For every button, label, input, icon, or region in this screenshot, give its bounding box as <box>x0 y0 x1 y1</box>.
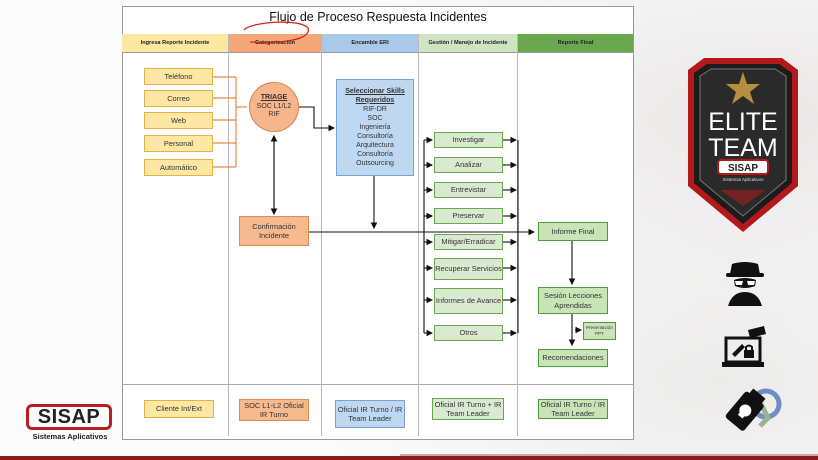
step-analyze: Analizar <box>434 157 503 173</box>
skills-item: RIF-DR <box>363 105 387 113</box>
lane-header-eri: Encamble ERI <box>322 34 418 53</box>
step-mitigate: Mitigar/Erradicar <box>434 234 503 250</box>
star-icon <box>726 72 760 104</box>
badge-sisap-subtitle: Sistemas Aplicativos <box>722 177 764 182</box>
lane-divider <box>229 384 321 385</box>
intake-personal: Personal <box>144 135 213 152</box>
lane-eri: Encamble ERI <box>321 34 418 436</box>
step-preserve: Preservar <box>434 208 503 224</box>
intake-automatic: Automático <box>144 159 213 176</box>
skills-title-2: Requeridos <box>355 96 395 104</box>
sisap-logo: SISAP Sistemas Aplicativos <box>22 404 118 442</box>
step-other: Otros <box>434 325 503 341</box>
step-investigate: Investigar <box>434 132 503 148</box>
diagram-title: Flujo de Proceso Respuesta Incidentes <box>269 10 487 24</box>
role-intake: Cliente Int/Ext <box>144 400 214 418</box>
badge-sisap-text: SISAP <box>728 163 758 174</box>
intake-web: Web <box>144 112 213 129</box>
sisap-logo-subtitle: Sistemas Aplicativos <box>32 432 108 441</box>
role-eri: Oficial IR Turno / IR Team Leader <box>335 400 405 428</box>
ppt-presentation-box: Presentación PPT <box>583 322 616 340</box>
skills-item: Ingeniería <box>359 123 391 131</box>
intake-phone: Teléfono <box>144 68 213 85</box>
step-interview: Entrevistar <box>434 182 503 198</box>
skills-item: Arquitectura <box>356 142 394 150</box>
lane-header-intake: Ingresa Reporte Incidente <box>122 34 228 53</box>
step-recover: Recuperar Servicios <box>434 258 503 280</box>
final-report-box: Informe Final <box>538 222 608 241</box>
sisap-logo-text: SISAP <box>26 404 112 430</box>
lane-divider <box>122 384 228 385</box>
confirm-incident-box: Confirmación Incidente <box>239 216 309 246</box>
role-final-report: Oficial IR Turno / IR Team Leader <box>538 399 608 419</box>
triage-title: TRIAGE <box>260 93 288 101</box>
badge-elite-text: ELITE <box>708 108 777 136</box>
usb-skull-icon <box>725 388 782 431</box>
lane-header-management: Gestión / Manejo de Incidente <box>419 34 517 53</box>
skills-box: Seleccionar Skills Requeridos RIF-DR SOC… <box>336 79 414 176</box>
laptop-hack-icon <box>722 326 766 367</box>
skills-item: Outsourcing <box>356 160 394 168</box>
lane-header-final-report: Reporte Final <box>518 34 633 53</box>
triage-node: TRIAGE SOC L1/L2 RIF <box>249 82 299 132</box>
footer-accent-line <box>400 454 818 456</box>
triage-line-1: SOC L1/L2 <box>256 102 292 110</box>
skills-item: SOC <box>367 114 383 122</box>
lane-divider <box>518 384 633 385</box>
lane-divider <box>322 384 418 385</box>
elite-team-badge: ELITE TEAM SISAP Sistemas Aplicativos <box>688 58 798 232</box>
lane-intake: Ingresa Reporte Incidente <box>122 34 228 436</box>
spy-icon <box>726 262 764 306</box>
triage-line-2: RIF <box>268 111 280 119</box>
lane-management: Gestión / Manejo de Incidente <box>418 34 517 436</box>
skills-title-1: Seleccionar Skills <box>345 87 405 95</box>
intake-email: Correo <box>144 90 213 107</box>
role-management: Oficial IR Turno + IR Team Leader <box>432 398 504 420</box>
skills-item: Consultoría <box>357 133 393 141</box>
role-categorization: SOC L1-L2 Oficial IR Turno <box>239 399 309 421</box>
lane-divider <box>419 384 517 385</box>
step-progress-reports: Informes de Avance <box>434 288 503 314</box>
badge-team-text: TEAM <box>708 134 777 162</box>
lessons-learned-box: Sesión Lecciones Aprendidas <box>538 287 608 314</box>
footer-bar <box>0 456 818 460</box>
recommendations-box: Recomendaciones <box>538 349 608 367</box>
skills-item: Consultoría <box>357 151 393 159</box>
